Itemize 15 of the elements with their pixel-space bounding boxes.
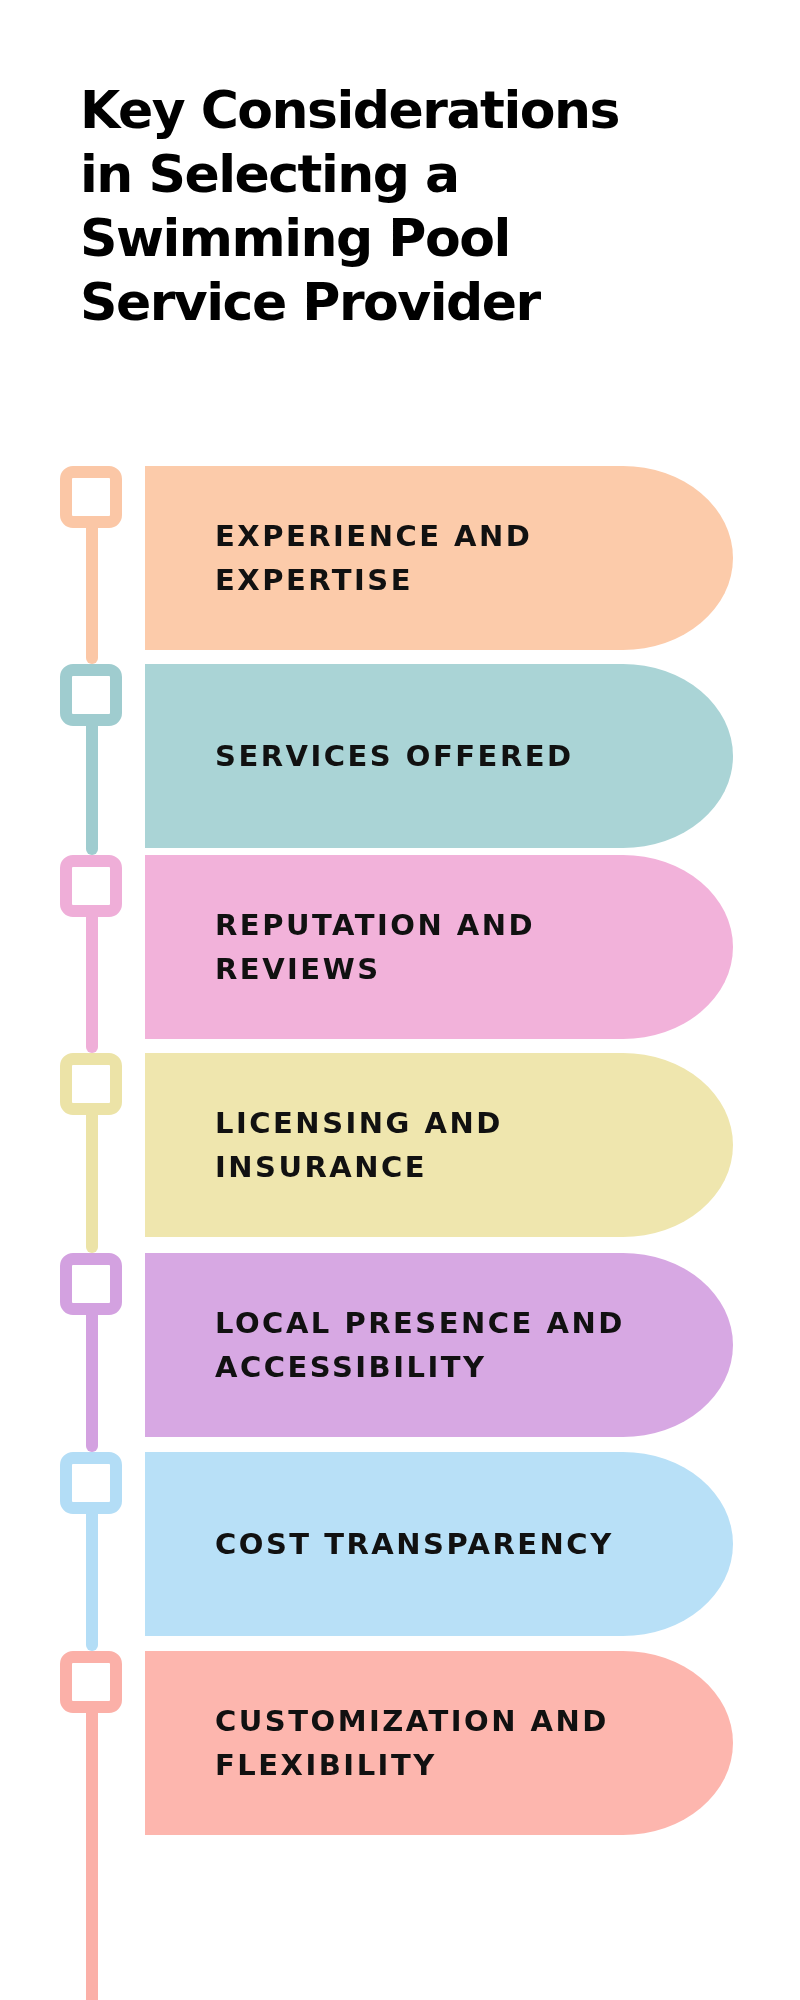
item-label: EXPERIENCE AND EXPERTISE (215, 518, 534, 599)
list-item-band (145, 855, 733, 1039)
list-item-band (145, 466, 733, 650)
item-label: SERVICES OFFERED (215, 738, 575, 775)
list-item-band (145, 1053, 733, 1237)
item-label: CUSTOMIZATION AND FLEXIBILITY (215, 1703, 610, 1784)
item-label: LOCAL PRESENCE AND ACCESSIBILITY (215, 1305, 626, 1386)
list-item-band (145, 664, 733, 848)
item-label: LICENSING AND INSURANCE (215, 1105, 504, 1186)
item-label: COST TRANSPARENCY (215, 1526, 615, 1563)
title: Key Considerations in Selecting a Swimming Pool Service Provider (80, 79, 620, 334)
list-item-band (145, 1253, 733, 1437)
list-item-band (145, 1651, 733, 1835)
item-label: REPUTATION AND REVIEWS (215, 907, 537, 988)
list-item-band (145, 1452, 733, 1636)
